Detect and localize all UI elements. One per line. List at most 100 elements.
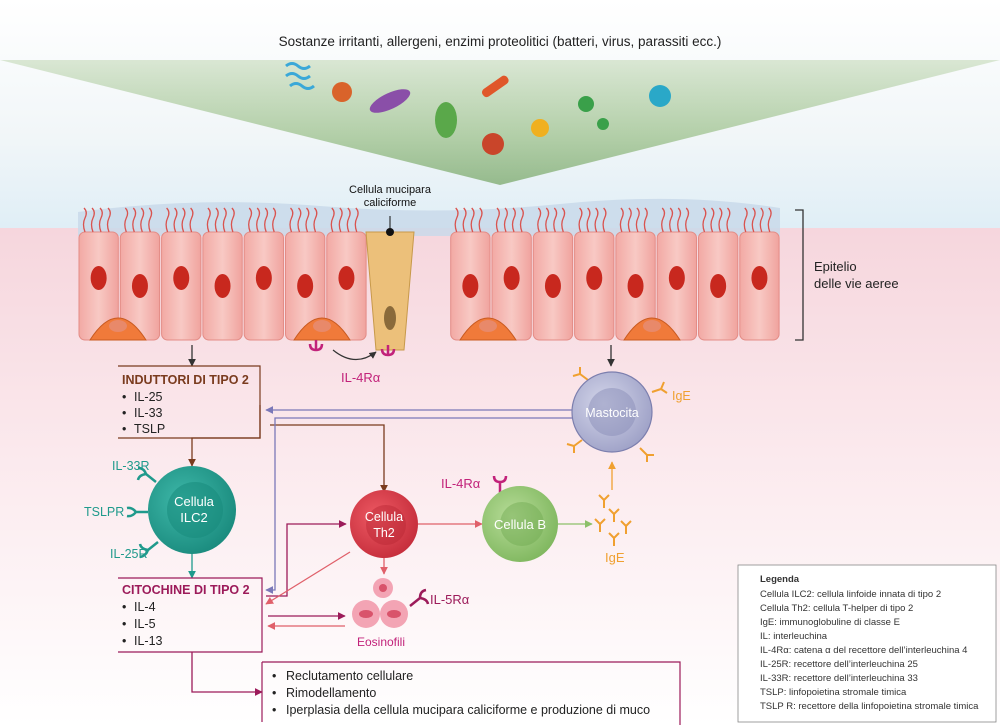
legend-line: IgE: immunoglobuline di classe E [760, 617, 900, 628]
cell-nucleus [214, 274, 231, 298]
cytokines-title: CITOCHINE DI TIPO 2 [122, 583, 250, 597]
b-cell [482, 475, 558, 562]
cilium [627, 207, 632, 233]
cell-nucleus [90, 266, 107, 290]
epithelium-cells [78, 207, 780, 341]
cell-nucleus [710, 274, 727, 298]
goblet-label-line1: Cellula mucipara [349, 184, 432, 196]
cilium [519, 207, 524, 233]
il25r-label: IL-25R [110, 547, 148, 561]
cilium [98, 207, 103, 233]
ilc2-label-line1: Cellula [174, 494, 215, 509]
cilium [140, 207, 145, 233]
legend-line: Cellula ILC2: cellula linfoide innata di… [760, 589, 941, 600]
th2-label-line2: Th2 [373, 526, 395, 540]
legend-line: IL-25R: recettore dell’interleuchina 25 [760, 659, 918, 670]
cilium [511, 207, 516, 233]
cilium [124, 207, 129, 233]
cilium [478, 207, 483, 233]
outcome-bullet-3: • [272, 703, 276, 717]
cell-nucleus [668, 266, 685, 290]
cilium [602, 207, 607, 233]
legend-line: TSLP: linfopoietina stromale timica [760, 687, 907, 698]
cilium [677, 207, 682, 233]
bacillus-orange-icon [481, 75, 509, 98]
il33r-label: IL-33R [112, 459, 150, 473]
inducers-box-frame [118, 365, 261, 439]
cell-nucleus [338, 266, 355, 290]
ilc2-label-line2: ILC2 [180, 510, 207, 525]
cilium [230, 207, 235, 233]
basal-nucleus [313, 320, 331, 332]
outcome-item-1: Reclutamento cellulare [286, 669, 413, 683]
basal-nucleus [643, 320, 661, 332]
cilium [635, 207, 640, 233]
cilium [503, 207, 508, 233]
cilium [222, 207, 227, 233]
virus-blue-icon [649, 85, 671, 107]
bcell-receptor-label: IL-4Rα [441, 476, 481, 491]
cilium [726, 207, 731, 233]
free-ige-antibodies [594, 494, 632, 546]
outcome-item-2: Rimodellamento [286, 686, 376, 700]
legend-line: IL-33R: recettore dell’interleuchina 33 [760, 673, 918, 684]
cell-nucleus [173, 266, 190, 290]
mast-cell [566, 367, 668, 462]
pathogens-group [285, 62, 671, 155]
cytokines-bullet-1: • [122, 600, 126, 614]
cilium [106, 207, 111, 233]
pathogen-cone [0, 60, 1000, 185]
cilium [495, 207, 500, 233]
cilium [743, 207, 748, 233]
virus-red-icon [482, 133, 504, 155]
cilium [470, 207, 475, 233]
mast-ige-label: IgE [672, 389, 691, 403]
goblet-cell [365, 216, 415, 351]
cytokines-box-frame [118, 577, 263, 653]
cilium [330, 207, 335, 233]
inducers-item-2: IL-33 [134, 406, 163, 420]
virus-wave-icon [285, 62, 315, 90]
cilium [710, 207, 715, 233]
cilium [313, 207, 318, 233]
cytokines-item-2: IL-5 [134, 617, 156, 631]
bcell-label: Cellula B [494, 517, 546, 532]
cilium [297, 207, 302, 233]
cilium [272, 207, 277, 233]
inducers-bullet-1: • [122, 390, 126, 404]
th2-label-line1: Cellula [365, 510, 403, 524]
th2-cell [350, 490, 418, 558]
cilium [643, 207, 648, 233]
cilium [289, 207, 294, 233]
parasite-purple-icon [369, 89, 411, 113]
cilium [338, 207, 343, 233]
virus-yellow-icon [531, 119, 549, 137]
cilium [454, 207, 459, 233]
cilium [181, 207, 186, 233]
cilium [751, 207, 756, 233]
cilium [264, 207, 269, 233]
cell-nucleus [297, 274, 314, 298]
cilium [759, 207, 764, 233]
ilc2-cell [126, 466, 236, 559]
legend-line: IL-4Rα: catena α del recettore dell’inte… [760, 645, 967, 656]
cytokines-item-1: IL-4 [134, 600, 156, 614]
cell-nucleus [751, 266, 768, 290]
cilium [346, 207, 351, 233]
cilium [594, 207, 599, 233]
epithelium-label-line1: Epitelio [814, 259, 857, 274]
eosinophils [352, 578, 430, 628]
cilium [545, 207, 550, 233]
legend-line: IL: interleuchina [760, 631, 828, 642]
inducers-item-3: TSLP [134, 422, 165, 436]
cell-nucleus [544, 274, 561, 298]
cilium [173, 207, 178, 233]
basal-nucleus [109, 320, 127, 332]
cilium [702, 207, 707, 233]
inducers-title: INDUTTORI DI TIPO 2 [122, 373, 249, 387]
cilium [248, 207, 253, 233]
cilium [537, 207, 542, 233]
cell-nucleus [255, 266, 272, 290]
epithelium-bracket [795, 209, 804, 341]
mite-green-icon [578, 96, 594, 112]
